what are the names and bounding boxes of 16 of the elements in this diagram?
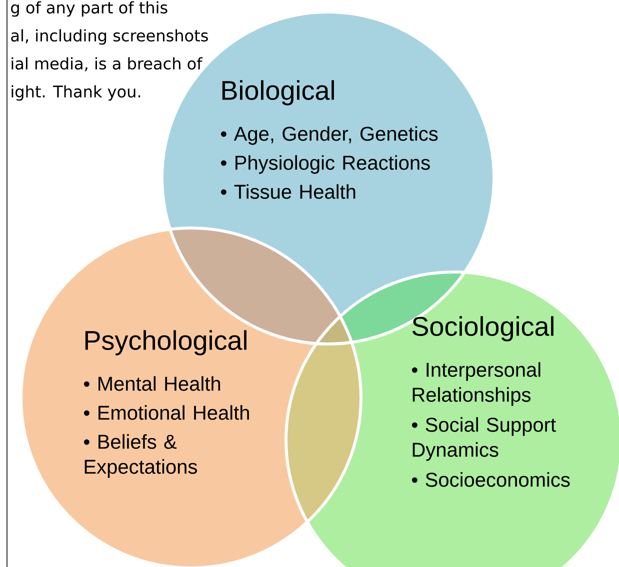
bullet-item: • Physiologic Reactions [221,155,430,174]
bullet-item: • Social Support Dynamics [412,417,556,461]
bullet-item: • Tissue Health [221,184,356,199]
notice-text: al, including screenshots [11,29,208,45]
bullet-item: • Age, Gender, Genetics [221,126,438,145]
bullet-item: • Beliefs & Expectations [84,434,197,478]
notice-text: g of any part of this [11,1,168,17]
circle-title: Psychological [85,330,246,356]
notice-text: ight. Thank you. [12,85,140,101]
circle-title: Biological [222,80,334,106]
bullet-item: • Socioeconomics [412,472,570,487]
circle-title: Sociological [412,316,554,342]
bullet-item: • Mental Health [84,376,220,391]
bullet-item: • Interpersonal Relationships [412,362,540,406]
notice-text: ial media, is a breach of [12,57,203,72]
bullet-item: • Emotional Health [84,405,249,420]
